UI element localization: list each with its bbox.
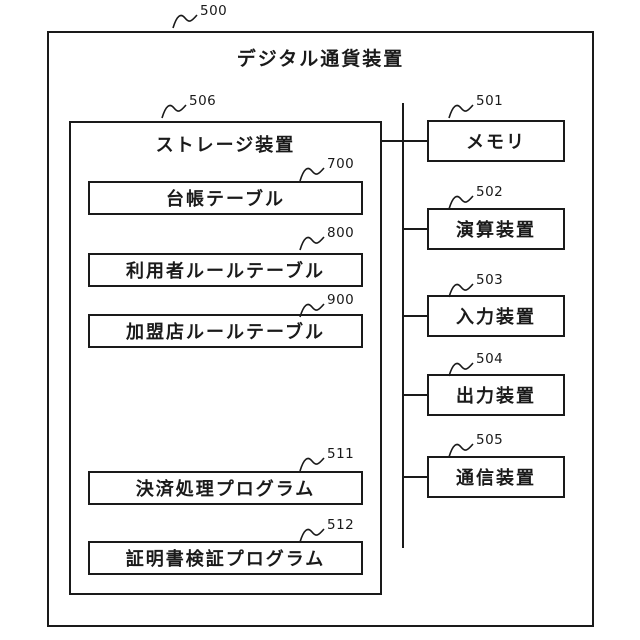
certificate-verification-program-box: 証明書検証プログラム — [88, 541, 363, 575]
ref-number: 800 — [327, 225, 355, 241]
ref-number: 504 — [476, 351, 504, 367]
leader-squiggle-icon — [448, 104, 474, 119]
ref-number: 511 — [327, 446, 355, 462]
input-device-box: 入力装置 — [427, 295, 565, 337]
leader-squiggle-icon — [448, 283, 474, 298]
leader-squiggle-icon — [172, 14, 198, 29]
ref-number: 900 — [327, 292, 355, 308]
ref-label-800: 800 — [299, 225, 355, 251]
bus-line — [402, 103, 404, 548]
leader-squiggle-icon — [161, 104, 187, 119]
output-device-box: 出力装置 — [427, 374, 565, 416]
ref-number: 700 — [327, 156, 355, 172]
ref-number: 503 — [476, 272, 504, 288]
ref-number: 501 — [476, 93, 504, 109]
user-rule-table-box: 利用者ルールテーブル — [88, 253, 363, 287]
leader-squiggle-icon — [448, 362, 474, 377]
device-title: デジタル通貨装置 — [236, 48, 405, 70]
ref-number: 512 — [327, 517, 355, 533]
ref-label-700: 700 — [299, 156, 355, 182]
ledger-table-box: 台帳テーブル — [88, 181, 363, 215]
communication-device-box: 通信装置 — [427, 456, 565, 498]
leader-squiggle-icon — [299, 528, 325, 543]
processor-box: 演算装置 — [427, 208, 565, 250]
connector-input-line — [402, 315, 427, 317]
ref-label-501: 501 — [448, 93, 504, 119]
connector-communication-line — [402, 476, 427, 478]
storage-device-title: ストレージ装置 — [155, 135, 296, 156]
connector-storage-memory-line — [382, 140, 427, 142]
memory-box: メモリ — [427, 120, 565, 162]
ref-number: 505 — [476, 432, 504, 448]
leader-squiggle-icon — [299, 167, 325, 182]
ref-label-511: 511 — [299, 446, 355, 472]
leader-squiggle-icon — [299, 303, 325, 318]
ref-label-505: 505 — [448, 432, 504, 458]
connector-processor-line — [402, 228, 427, 230]
ref-number: 506 — [189, 93, 217, 109]
merchant-rule-table-box: 加盟店ルールテーブル — [88, 314, 363, 348]
leader-squiggle-icon — [299, 457, 325, 472]
ref-label-504: 504 — [448, 351, 504, 377]
ref-label-512: 512 — [299, 517, 355, 543]
ref-number: 502 — [476, 184, 504, 200]
leader-squiggle-icon — [299, 236, 325, 251]
ref-label-506: 506 — [161, 93, 217, 119]
ref-label-900: 900 — [299, 292, 355, 318]
ref-label-502: 502 — [448, 184, 504, 210]
payment-processing-program-box: 決済処理プログラム — [88, 471, 363, 505]
ref-label-503: 503 — [448, 272, 504, 298]
leader-squiggle-icon — [448, 443, 474, 458]
leader-squiggle-icon — [448, 195, 474, 210]
ref-number: 500 — [200, 3, 228, 19]
connector-output-line — [402, 394, 427, 396]
ref-label-500: 500 — [172, 3, 228, 29]
